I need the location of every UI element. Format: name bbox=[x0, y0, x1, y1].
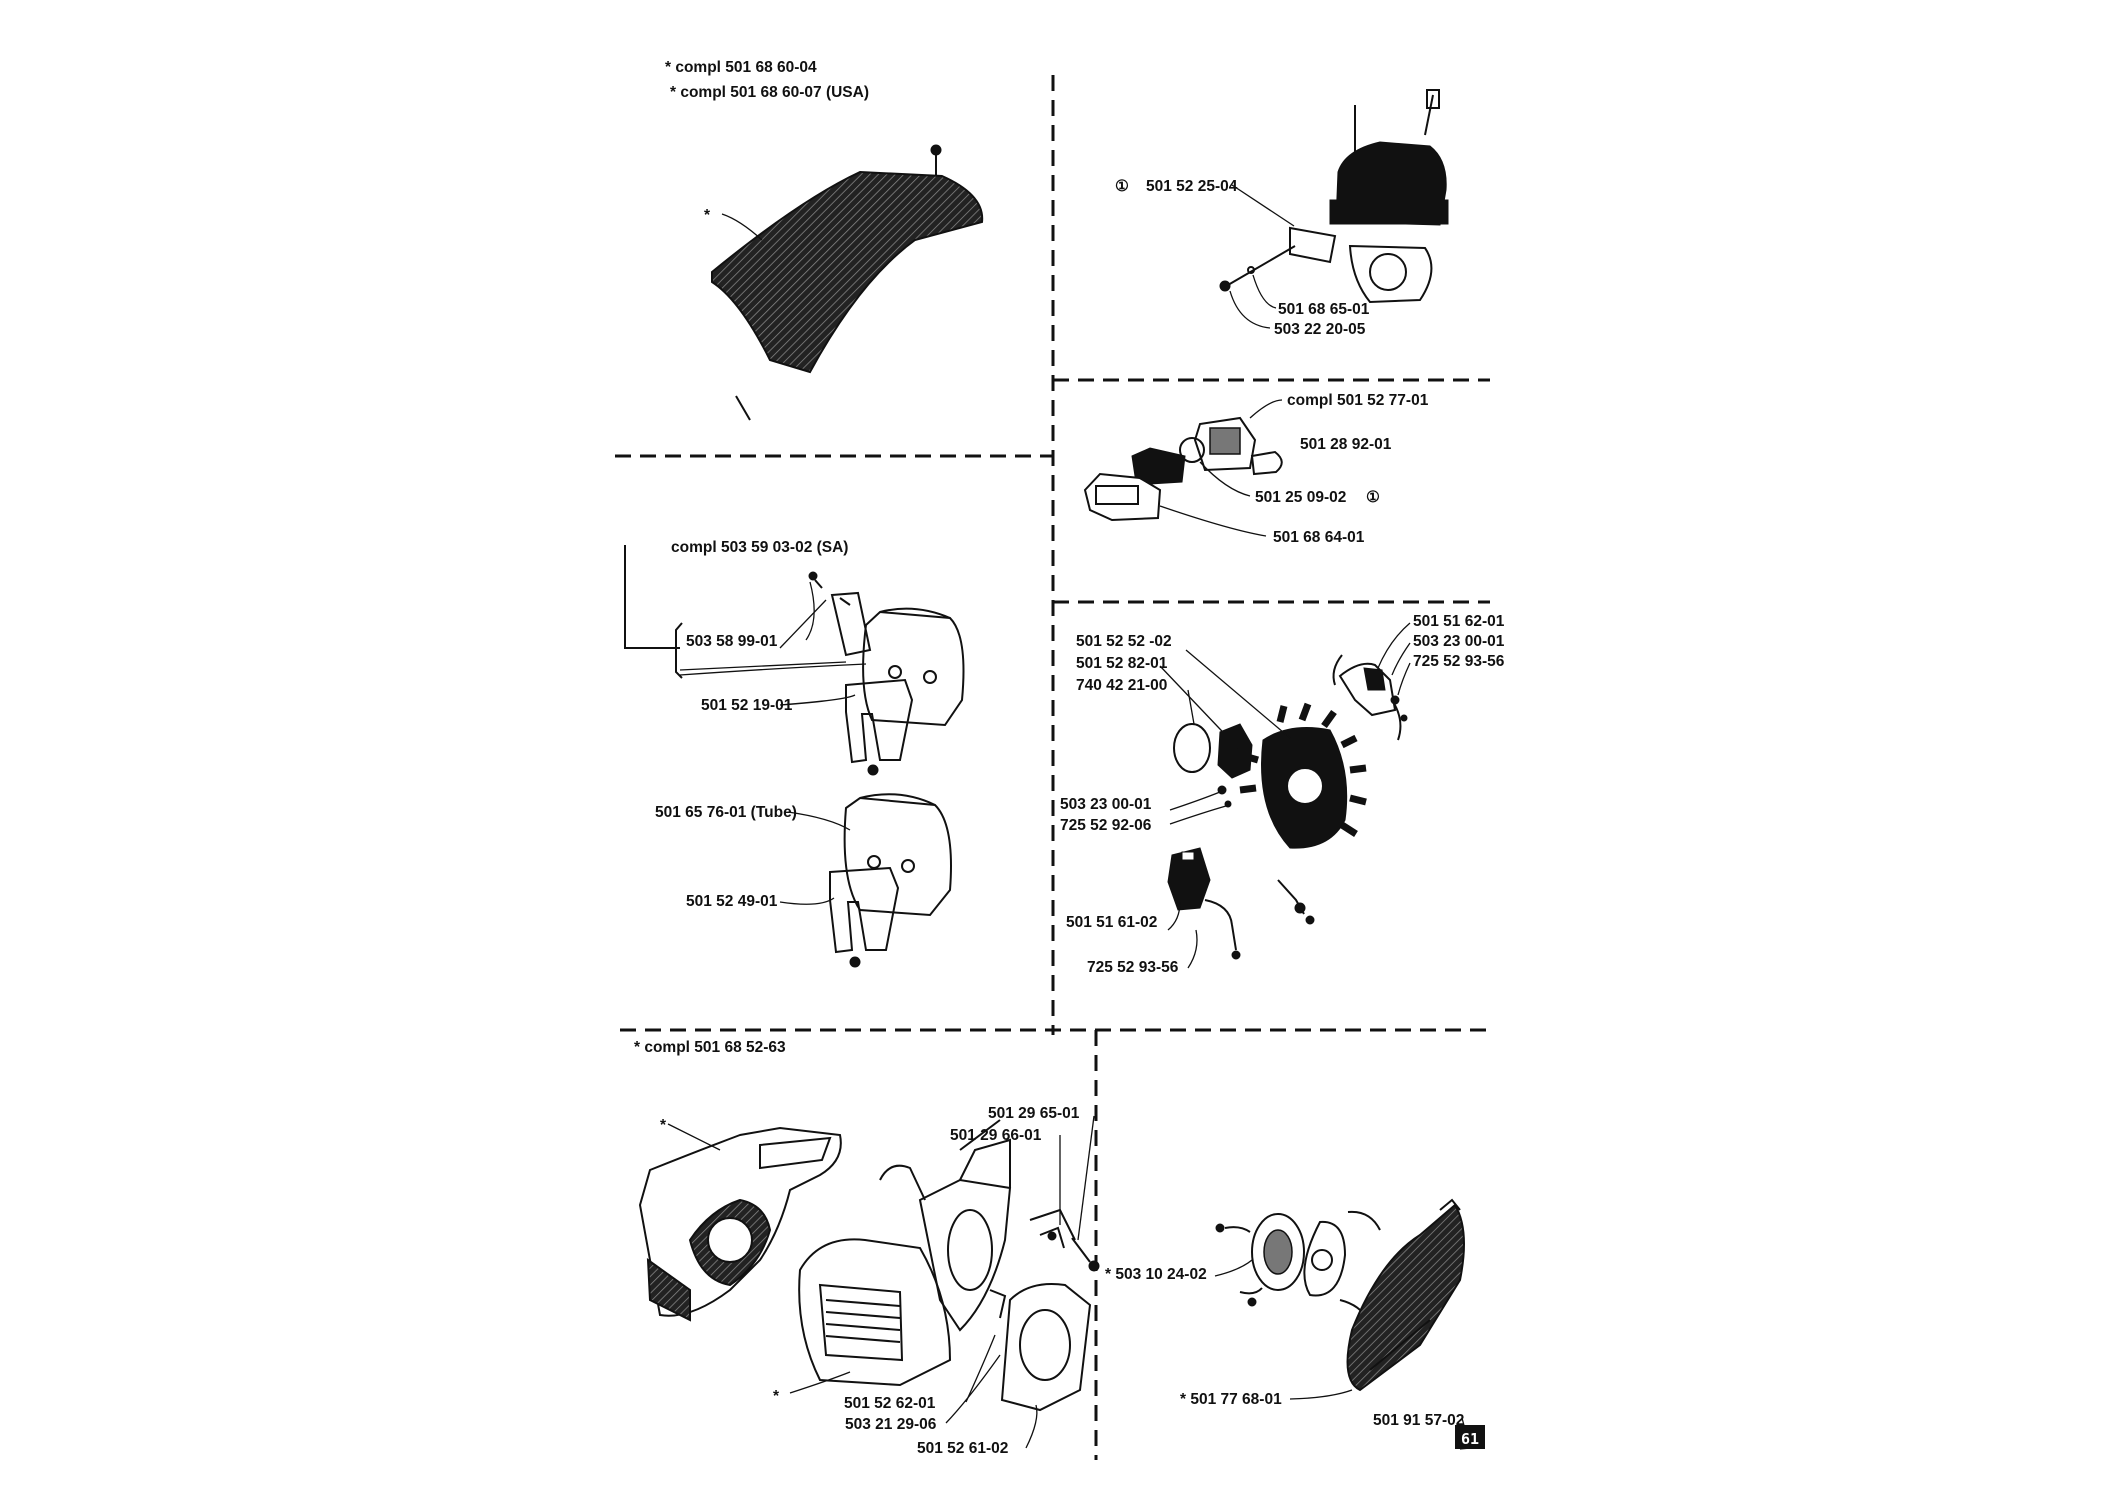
page-number-badge: 61 bbox=[1455, 1425, 1485, 1449]
section-dividers bbox=[615, 75, 1495, 1460]
part-label: 503 22 20-05 bbox=[1274, 321, 1366, 338]
cylinder-drawing bbox=[1219, 89, 1449, 329]
carburetor-drawing bbox=[1083, 399, 1283, 537]
note-marker: ① bbox=[1366, 489, 1380, 506]
part-label: 501 51 61-02 bbox=[1066, 914, 1158, 931]
part-label: 501 25 09-02 bbox=[1255, 489, 1347, 506]
part-label-crankcase-compl: * compl 501 68 52-63 bbox=[634, 1039, 786, 1056]
cylinder-cover-drawing bbox=[711, 144, 984, 421]
asterisk-marker: * bbox=[660, 1117, 667, 1134]
part-label: 740 42 21-00 bbox=[1076, 677, 1168, 694]
part-label: 501 52 61-02 bbox=[917, 1440, 1009, 1457]
part-label-cover-compl: * compl 501 68 60-04 bbox=[665, 59, 817, 76]
muffler-drawing bbox=[624, 545, 965, 968]
part-label: 501 68 65-01 bbox=[1278, 301, 1370, 318]
part-label: 501 65 76-01 (Tube) bbox=[655, 804, 797, 821]
part-label: 501 52 25-04 bbox=[1146, 178, 1238, 195]
ignition-drawing bbox=[1159, 622, 1411, 969]
part-label-muffler-compl: compl 503 59 03-02 (SA) bbox=[671, 539, 849, 556]
part-label: 725 52 93-56 bbox=[1087, 959, 1179, 976]
part-label-cover-compl-usa: * compl 501 68 60-07 (USA) bbox=[670, 84, 870, 101]
asterisk-marker: * bbox=[773, 1388, 780, 1405]
part-label: 503 23 00-01 bbox=[1413, 633, 1505, 650]
part-label: 501 52 82-01 bbox=[1076, 655, 1168, 672]
part-label: 503 21 29-06 bbox=[845, 1416, 937, 1433]
part-label: 501 28 92-01 bbox=[1300, 436, 1392, 453]
part-label: 501 51 62-01 bbox=[1413, 613, 1505, 630]
part-label: 501 52 52 -02 bbox=[1076, 633, 1172, 650]
part-label: * 501 77 68-01 bbox=[1180, 1391, 1282, 1408]
note-marker: ① bbox=[1115, 178, 1129, 195]
part-label: 501 52 19-01 bbox=[701, 697, 793, 714]
part-label: 725 52 92-06 bbox=[1060, 817, 1152, 834]
part-label: 501 52 62-01 bbox=[844, 1395, 936, 1412]
starter-drawing bbox=[1214, 1198, 1471, 1450]
part-label: 501 91 57-02 bbox=[1373, 1412, 1465, 1429]
part-label: 503 58 99-01 bbox=[686, 633, 778, 650]
part-label: 725 52 93-56 bbox=[1413, 653, 1505, 670]
crankcase-drawing bbox=[638, 1115, 1100, 1449]
part-label: 501 68 64-01 bbox=[1273, 529, 1365, 546]
asterisk-marker: * bbox=[704, 207, 711, 224]
part-label: 503 23 00-01 bbox=[1060, 796, 1152, 813]
part-label: 501 52 49-01 bbox=[686, 893, 778, 910]
part-label: * 503 10 24-02 bbox=[1105, 1266, 1207, 1283]
part-label: 501 29 65-01 bbox=[988, 1105, 1080, 1122]
part-label: 501 29 66-01 bbox=[950, 1127, 1042, 1144]
part-label-carburetor-compl: compl 501 52 77-01 bbox=[1287, 392, 1429, 409]
